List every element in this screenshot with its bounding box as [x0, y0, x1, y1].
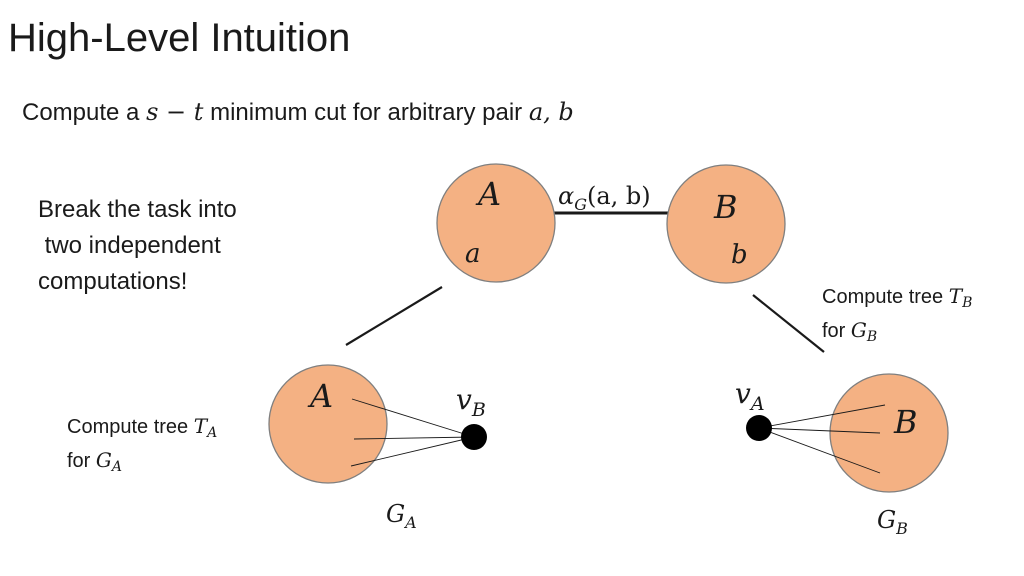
vertex-v-b: [461, 424, 487, 450]
note-b-line2-text: for: [822, 320, 851, 342]
note-b-line2-var: G: [850, 318, 867, 342]
subtitle-text-mid: minimum cut for arbitrary pair: [203, 99, 529, 126]
edge-label-args: (a, b): [587, 182, 651, 210]
node-left-a-label: A: [307, 377, 333, 415]
vertex-v-b-label: vB: [456, 383, 486, 421]
graph-g-a-var: G: [386, 500, 405, 528]
break-line-2: two independent: [38, 232, 221, 259]
note-a-line1-text: Compute tree: [67, 416, 194, 438]
subtitle-math-s: s: [146, 98, 159, 126]
connector-left: [345, 286, 443, 346]
graph-g-a-label: GA: [386, 500, 417, 532]
vertex-v-a-label: vA: [735, 377, 765, 415]
note-b-line2-sub: B: [866, 329, 878, 346]
note-compute-tree-b: Compute tree TB for GB: [822, 281, 972, 349]
right-edge-1: [758, 404, 886, 429]
node-top-b: [666, 164, 786, 284]
subtitle-text-pre: Compute a: [22, 99, 147, 126]
node-top-a-label: A: [475, 175, 501, 213]
note-b-line1-text: Compute tree: [822, 286, 949, 308]
left-edge-2: [353, 436, 475, 440]
slide-subtitle: Compute a s − t minimum cut for arbitrar…: [22, 98, 574, 127]
node-top-a: [436, 163, 556, 283]
edge-label-alpha: α: [558, 182, 574, 210]
subtitle-math-t: t: [193, 98, 204, 126]
node-left-a: [268, 364, 388, 484]
edge-weight-label: αG(a, b): [558, 182, 651, 214]
right-edge-2: [758, 427, 881, 434]
vertex-v-a-sub: A: [749, 393, 765, 415]
left-edge-1: [351, 398, 475, 438]
break-line-3: computations!: [38, 268, 188, 295]
note-b-line1-sub: B: [962, 295, 973, 312]
subtitle-math-minus: −: [158, 98, 194, 126]
break-task-text: Break the task into two independent comp…: [38, 192, 237, 300]
graph-g-b-sub: B: [895, 519, 908, 538]
right-edge-3: [758, 427, 881, 474]
note-b-line1-var: T: [948, 284, 963, 308]
subtitle-math-ab: a, b: [528, 98, 574, 126]
left-edge-3: [350, 436, 475, 467]
edge-label-sub: G: [574, 195, 587, 214]
note-a-line2-sub: A: [111, 459, 123, 476]
note-compute-tree-a: Compute tree TA for GA: [67, 411, 217, 479]
connector-right: [752, 294, 825, 353]
slide-title: High-Level Intuition: [8, 16, 351, 60]
break-line-1: Break the task into: [38, 196, 237, 223]
note-a-line1-sub: A: [207, 425, 218, 442]
note-a-line1-var: T: [193, 414, 208, 438]
node-top-b-label: B: [713, 188, 738, 226]
vertex-v-b-sub: B: [471, 399, 486, 421]
note-a-line2-var: G: [95, 448, 112, 472]
graph-g-b-label: GB: [877, 506, 908, 538]
vertex-v-a-var: v: [735, 377, 751, 410]
node-right-b-label: B: [893, 403, 918, 441]
node-top-a-inner: a: [465, 239, 481, 269]
vertex-v-b-var: v: [456, 383, 472, 416]
node-top-b-inner: b: [731, 240, 748, 270]
node-right-b: [829, 373, 949, 493]
vertex-v-a: [746, 415, 772, 441]
graph-g-b-var: G: [877, 506, 896, 534]
note-a-line2-text: for: [67, 450, 96, 472]
graph-g-a-sub: A: [403, 513, 417, 532]
